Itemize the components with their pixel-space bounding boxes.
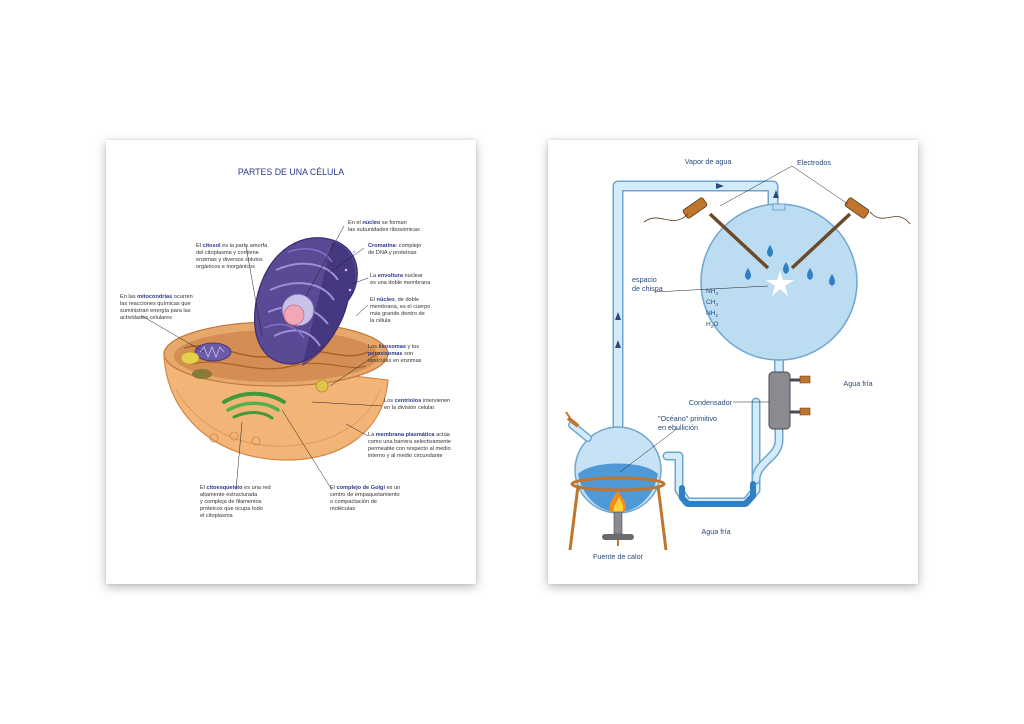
svg-text:H2O: H2O: [706, 321, 718, 329]
cell-diagram-card: PARTES DE UNA CÉLULA: [106, 140, 476, 584]
heat-source: [602, 490, 634, 540]
cell-diagram: PARTES DE UNA CÉLULA: [120, 167, 453, 519]
svg-text:CH4: CH4: [706, 299, 719, 307]
miller-apparatus-diagram: NH3 CH4 NH2 H2O: [565, 157, 911, 561]
annotation-lisosomas: Los lisosomas y los peroxisomas son vesí…: [368, 344, 422, 364]
annotation-membrana: La membrana plasmática actúa como una ba…: [368, 432, 453, 459]
flow-arrows: [615, 183, 779, 348]
miller-apparatus-card: NH3 CH4 NH2 H2O: [548, 140, 918, 584]
label-vapor: Vapor de agua: [685, 157, 732, 166]
cold-water-trap: [679, 481, 756, 507]
nucleus: [254, 237, 358, 366]
label-fuente-calor: Fuente de calor: [593, 552, 644, 561]
annotation-mitocondrias: En las mitocondrias ocurren las reaccion…: [120, 294, 194, 321]
annotation-citosol: El citosol es la parte amorfa del citopl…: [196, 243, 269, 270]
water-drops: [745, 245, 835, 286]
electrodes: [643, 197, 911, 270]
annotation-citoesqueleto: El citoesqueleto es una red altamente es…: [200, 485, 272, 519]
cell-illustration: [163, 237, 389, 461]
primitive-ocean-water: [578, 463, 658, 512]
annotation-centriolos: Los centriolos intervienen en la divisió…: [384, 398, 452, 411]
svg-text:NH3: NH3: [706, 288, 719, 296]
label-oceano: "Océano" primitivo en ebullición: [658, 414, 719, 432]
annotation-cromatina: Cromatina: complejo de DNA y proteínas: [368, 243, 423, 256]
annotation-nucleo: El núcleo, de doble membrana, es el cuer…: [370, 297, 432, 324]
annotation-envoltura: La envoltura nuclear es una doble membra…: [370, 273, 431, 286]
cell-title: PARTES DE UNA CÉLULA: [238, 167, 344, 177]
annotation-nucleo-sub: En el núcleo se forman las subunidades r…: [348, 220, 420, 233]
label-electrodos: Electrodos: [797, 158, 831, 167]
label-agua-fria-top: Agua fría: [843, 379, 872, 388]
tripod-stand: [568, 476, 668, 551]
nucleolus: [283, 304, 305, 326]
lysosome: [315, 379, 329, 393]
gas-list: NH3 CH4 NH2 H2O: [706, 288, 719, 329]
label-condensador: Condensador: [689, 398, 733, 407]
svg-text:NH2: NH2: [706, 310, 719, 318]
label-agua-fria-bottom: Agua fría: [701, 527, 730, 536]
condenser: [768, 371, 791, 430]
golgi-complex: [222, 391, 286, 420]
annotation-golgi: El complejo de Golgi es un centro de emp…: [330, 485, 402, 512]
label-espacio-chispa: espacio de chispa: [632, 275, 663, 293]
spark: [766, 271, 794, 296]
